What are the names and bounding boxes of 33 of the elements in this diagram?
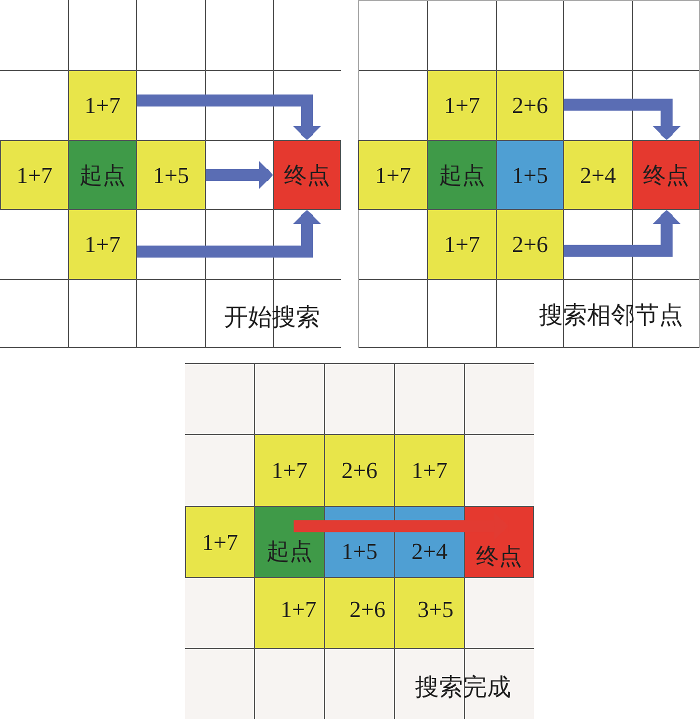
arrow [564,210,681,257]
goal-cell: 终点 [273,140,341,210]
arrow [564,98,681,140]
start-cell: 起点 [427,140,497,210]
start-cell: 起点 [68,140,137,210]
open-cell: 1+7 [254,434,325,507]
arrow [206,161,273,189]
open-cell: 2+4 [563,140,633,210]
search-grid [0,0,341,348]
open-cell: 2+6 [324,434,395,507]
open-cell: 1+7 [185,506,255,578]
open-cell: 1+7 [427,209,497,280]
open-cell: 2+6 [496,209,564,280]
open-cell: 1+7 [394,434,465,507]
arrow [137,94,321,140]
open-cell: 2+6 [324,577,395,649]
path-cell: 1+5 [496,140,564,210]
open-cell: 1+7 [68,70,137,141]
open-cell: 3+5 [394,577,465,649]
open-cell: 2+6 [496,70,564,141]
search-grid [358,0,700,348]
search-grid [185,363,534,719]
start-cell: 起点 [254,506,325,578]
open-cell: 1+7 [427,70,497,141]
connector-line [294,520,324,532]
open-cell: 1+7 [358,140,428,210]
arrow [137,210,321,258]
open-cell: 1+7 [254,577,325,649]
open-cell: 1+7 [0,140,69,210]
open-cell: 1+7 [68,209,137,280]
open-cell: 1+5 [136,140,206,210]
goal-cell: 终点 [632,140,700,210]
connector-line [324,520,394,532]
